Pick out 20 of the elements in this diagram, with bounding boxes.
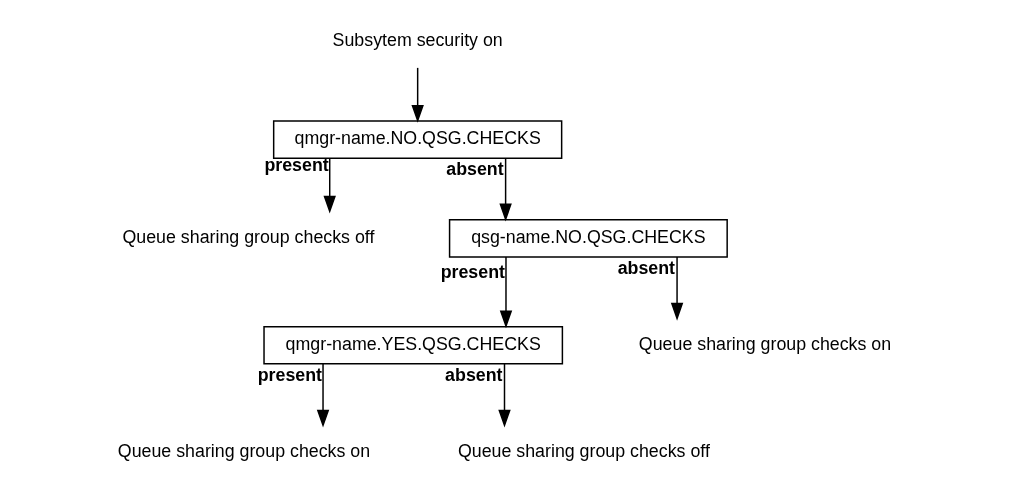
arrow (499, 157, 512, 222)
edge-label: absent (445, 364, 503, 385)
node-text: Queue sharing group checks off (457, 440, 710, 461)
node-box: qmgr-name.NO.QSG.CHECKS (272, 120, 563, 159)
node-box: qsg-name.NO.QSG.CHECKS (448, 219, 728, 258)
arrow (411, 67, 424, 123)
arrow (323, 157, 336, 214)
edge-label: absent (446, 158, 504, 179)
node-text: Queue sharing group checks on (117, 440, 371, 461)
edge-label: present (257, 364, 323, 385)
arrow (499, 256, 513, 329)
arrow (498, 363, 511, 428)
node-box: qmgr-name.YES.QSG.CHECKS (263, 325, 564, 365)
arrow (316, 363, 330, 428)
edge-label: present (440, 261, 505, 282)
node-text: Queue sharing group checks off (122, 226, 375, 247)
node-text: Subsytem security on (332, 29, 503, 50)
arrow (670, 256, 684, 321)
node-text: Queue sharing group checks on (638, 333, 892, 354)
edge-label: absent (617, 257, 676, 278)
